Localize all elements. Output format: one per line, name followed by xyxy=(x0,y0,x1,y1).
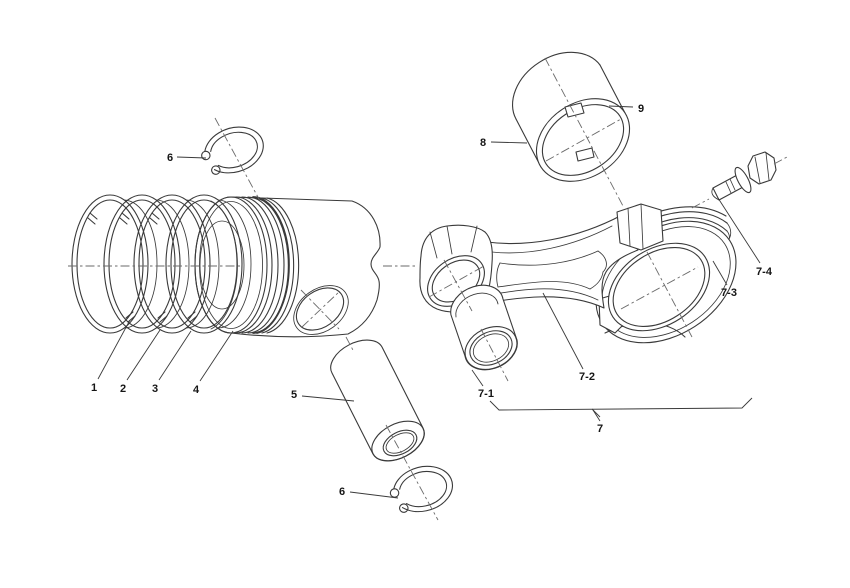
piston-crown-bowl xyxy=(199,220,245,310)
bolt-head xyxy=(747,151,777,185)
oil-control-ring-leader xyxy=(199,330,234,382)
circlip-upper xyxy=(201,126,264,175)
part-label-connecting-rod: 7-2 xyxy=(579,371,595,383)
bolt-washer xyxy=(734,166,752,194)
oil-ring xyxy=(165,194,252,334)
part-label-piston-ring-second-compression: 2 xyxy=(120,383,126,395)
piston-pin-circlip-lower-leader xyxy=(349,491,399,499)
part-label-piston-pin: 5 xyxy=(291,389,297,401)
part-label-piston-pin-circlip-upper: 6 xyxy=(167,152,173,164)
part-label-connecting-rod-assembly: 7 xyxy=(597,423,603,435)
assembly-bracket xyxy=(489,397,753,411)
piston-crown-face xyxy=(194,196,268,334)
bushing-open-end xyxy=(464,326,518,370)
bolt-axis-centerline xyxy=(691,156,788,209)
connecting-rod-bolt xyxy=(711,151,777,201)
pin-open-end xyxy=(371,420,425,462)
part-label-small-end-bushing: 7-1 xyxy=(478,388,494,400)
big-end-bearing-shell-leader xyxy=(712,260,728,286)
pin-bore xyxy=(382,429,418,457)
part-label-oil-control-ring: 4 xyxy=(193,384,200,396)
part-label-piston-ring-first-compression: 1 xyxy=(91,382,97,394)
part-label-bearing-shell-upper: 9 xyxy=(638,103,644,115)
piston-ring-grooves xyxy=(235,196,300,334)
piston-pin-circlip-upper-leader xyxy=(176,156,207,159)
bearing-shells xyxy=(512,51,631,182)
shell-locating-lug-top xyxy=(564,102,585,118)
compression-ring-3 xyxy=(133,194,220,334)
shell-back-rim xyxy=(512,51,601,120)
circlip-lower xyxy=(389,465,453,513)
big-end-bore xyxy=(607,242,711,332)
connecting-rod-bolt-leader xyxy=(717,197,761,264)
piston-pin xyxy=(330,339,425,462)
piston-rings xyxy=(71,194,252,334)
piston-pin-leader xyxy=(301,395,355,402)
piston-ring-second-compression-leader xyxy=(126,329,161,381)
centerlines xyxy=(68,57,788,521)
small-end-axis-centerline xyxy=(443,259,509,382)
small-end-bushing xyxy=(450,284,518,371)
part-label-big-end-bearing-shell: 7-3 xyxy=(721,287,737,299)
big-end-axis-centerline xyxy=(544,57,693,338)
part-label-bearing-shell-lower: 8 xyxy=(480,137,486,149)
labels-layer: 1 2 3 4 5 6 6 7 7-1 7-2 7-3 7-4 8 9 xyxy=(91,103,773,499)
piston-ring-third-compression-leader xyxy=(158,330,192,381)
big-end-clamp-boss xyxy=(616,203,664,251)
connecting-rod-assembly-leader xyxy=(592,409,601,422)
shell-locating-lug-bottom xyxy=(575,147,595,162)
part-label-connecting-rod-bolt: 7-4 xyxy=(756,266,773,278)
assembly-bracket-tick xyxy=(591,408,601,418)
bearing-shell-lower-leader xyxy=(490,141,528,144)
connecting-rod-leader xyxy=(542,292,584,370)
piston-ring-first-compression-leader xyxy=(97,319,131,380)
compression-ring-1 xyxy=(71,194,158,334)
connecting-rod xyxy=(419,203,737,344)
piston xyxy=(194,196,381,338)
part-label-piston-pin-circlip-lower: 6 xyxy=(339,486,345,498)
part-label-piston-ring-third-compression: 3 xyxy=(152,383,158,395)
bearing-shell-upper-leader xyxy=(608,105,634,108)
small-end-bushing-leader xyxy=(471,369,484,387)
compression-ring-2 xyxy=(103,194,190,334)
piston-pin-boss xyxy=(293,285,349,335)
